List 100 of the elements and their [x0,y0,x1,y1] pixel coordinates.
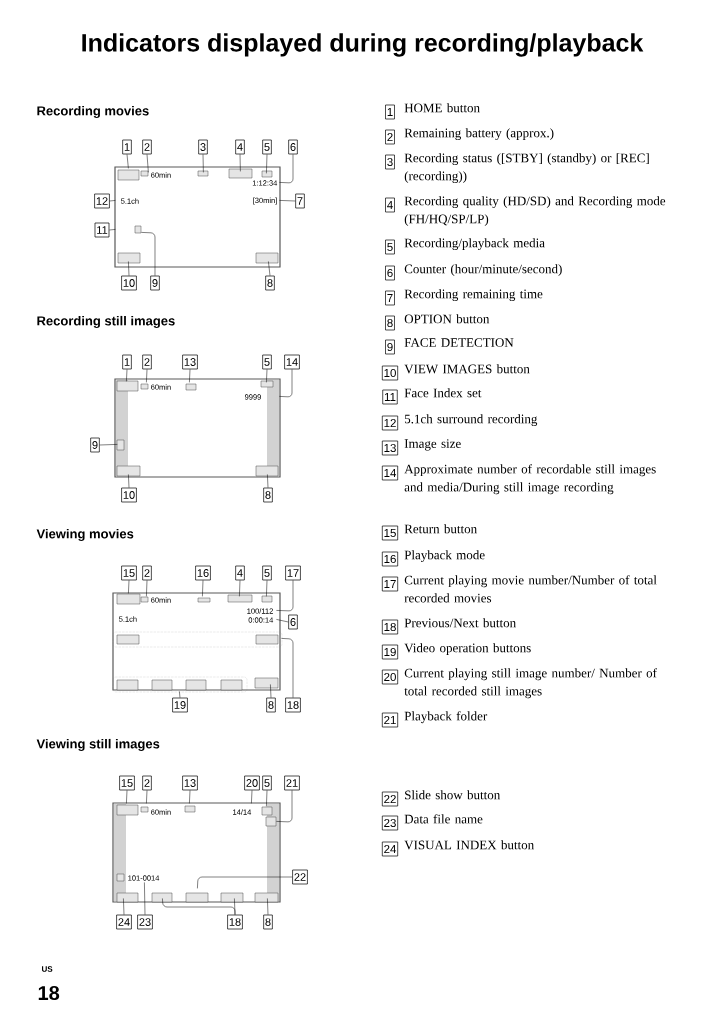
item-text: Slide show button [405,790,501,800]
callout-number: 1 [122,139,132,155]
item-text: Data file name [404,814,483,824]
section-heading: Recording movies [37,105,149,119]
item-text: VIEW IMAGES button [404,364,530,374]
callout-number: 2 [142,565,152,581]
leader-line [141,232,156,276]
callout-number: 21 [284,775,300,791]
callout-number: 2 [385,129,395,145]
leader-line [239,580,241,597]
leader-line [267,474,269,488]
callout-number: 4 [385,197,395,213]
item-text: Previous/Next button [404,618,516,628]
callout-number: 17 [285,565,301,581]
callout-number: 22 [381,791,399,807]
callout-number: 1 [385,104,395,120]
callout-number: 6 [288,139,298,155]
leader-line [109,229,116,231]
item-text: Recording remaining time [404,289,543,302]
callout-number: 14 [284,354,300,370]
item-text: Playback folder [404,711,488,724]
callout-number: 18 [227,914,243,930]
leader-line [267,898,269,915]
callout-number: 15 [381,525,399,541]
item-text: Video operation buttons [404,643,531,655]
callout-number: 20 [244,775,260,791]
callout-number: 19 [172,697,188,713]
leader-line [268,261,271,276]
callout-number: 24 [116,914,132,930]
item-text: Current playing movie number/Number of total recorded movies [404,575,657,603]
leader-line [146,369,148,383]
leader-line [123,898,125,915]
item-text: Return button [404,524,477,534]
callout-number: 16 [195,565,211,581]
callout-number: 9 [150,275,160,291]
screen-drawing [112,592,283,693]
item-text: Recording quality (HD/SD) and Recording mode (FH/HQ/SP/LP) [404,196,666,226]
callout-number: 8 [266,697,276,713]
callout-number: 23 [381,815,399,831]
item-text: OPTION button [404,314,490,324]
title: Indicators displayed during recording/playback [82,33,644,57]
leader-line [251,790,253,804]
leader-line [146,154,149,173]
callout-number: 23 [137,914,153,930]
item-text: HOME button [404,103,480,113]
callout-number: 8 [263,914,273,930]
callout-number: 2 [142,139,152,155]
leader-line [109,200,116,202]
leader-line [266,790,268,807]
item-text: VISUAL INDEX button [404,840,534,850]
leader-line [279,369,293,398]
callout-number: 14 [381,465,399,481]
leader-line [266,369,268,383]
section-heading: Viewing still images [36,738,160,752]
callout-number: 10 [381,365,399,381]
callout-number: 11 [94,222,110,238]
item-text: Image size [404,439,461,451]
item-text: Face Index set [404,388,482,398]
callout-number: 1 [122,354,132,370]
item-text: Recording/playback media [404,238,545,251]
leader-line [266,580,268,597]
leader-line [270,684,272,698]
item-text: 5.1ch surround recording [404,414,538,427]
callout-number: 7 [295,193,305,209]
leader-line [146,790,148,804]
leader-line [126,369,128,382]
callout-number: 12 [381,415,399,431]
leader-line [276,580,294,612]
callout-number: 15 [119,775,135,791]
item-text: Counter (hour/minute/second) [404,264,562,276]
callout-number: 5 [385,239,395,255]
callout-number: 8 [265,275,275,291]
callout-number: 21 [381,712,399,728]
callout-number: 6 [385,265,395,281]
callout-number: 3 [198,139,208,155]
leader-line [279,200,296,202]
screen-drawing [114,378,281,478]
callout-number: 8 [263,487,273,503]
leader-line [276,790,293,823]
leader-line [276,619,289,623]
screen-drawing [114,166,281,268]
callout-number: 5 [262,775,272,791]
leader-line [126,154,129,169]
region-code: US [42,966,53,972]
callout-number: 10 [121,487,137,503]
leader-line [189,369,191,383]
item-text: Remaining battery (approx.) [404,128,554,141]
leader-line [189,790,191,804]
page-number: 18 [38,985,60,1001]
section-heading: Recording still images [37,315,175,329]
leader-line [197,876,293,889]
callout-number: 24 [381,841,399,857]
callout-number: 18 [285,697,301,713]
leader-line [202,580,204,597]
leader-line [202,154,204,173]
callout-number: 5 [262,354,272,370]
item-text: Recording status ([STBY] (standby) or [REC] (recording)) [404,153,649,184]
item-text: FACE DETECTION [404,338,514,347]
callout-number: 5 [262,139,272,155]
callout-number: 4 [235,565,245,581]
